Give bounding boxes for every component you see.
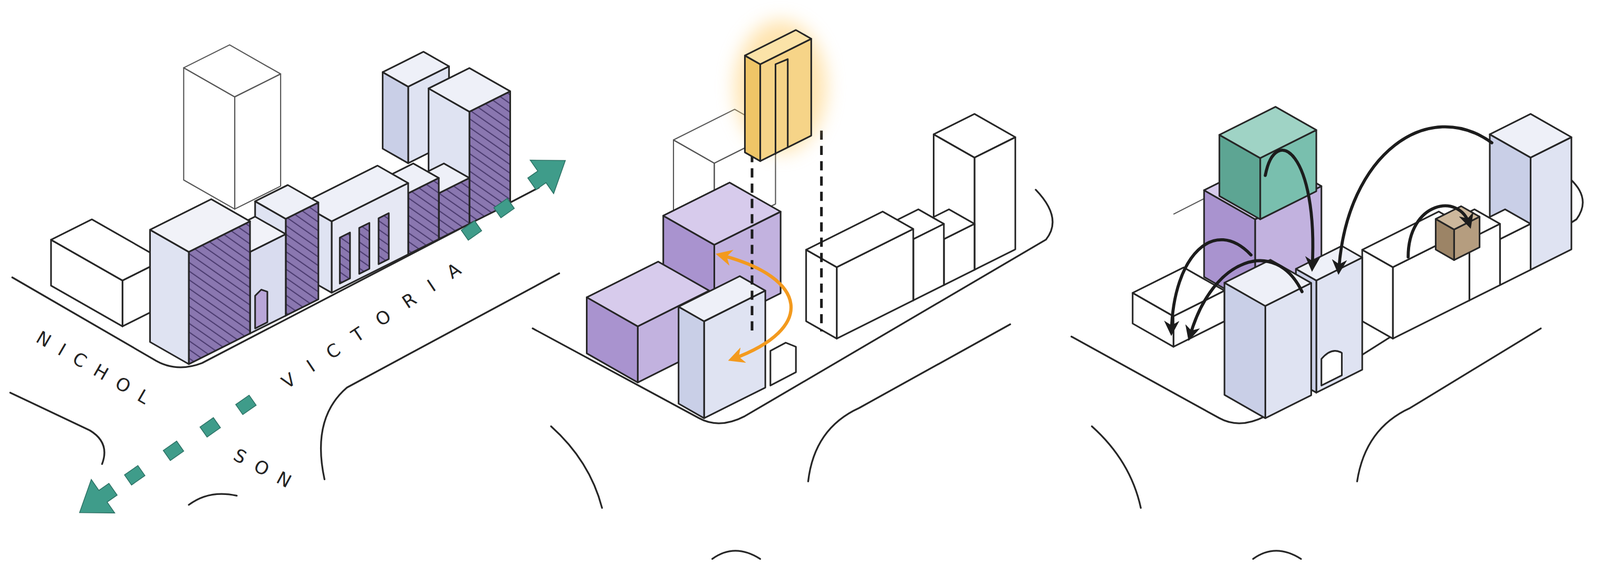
building-face: [428, 68, 511, 112]
street-curb: [1252, 551, 1301, 559]
sketch-group: [68, 143, 577, 530]
building-face: [678, 306, 705, 419]
building-face: [519, 143, 577, 201]
building-face: [745, 30, 812, 65]
building-face: [378, 213, 389, 265]
building-face: [1295, 246, 1363, 282]
sketch-shape: [775, 59, 788, 154]
building-face: [68, 472, 125, 530]
street-curb: [712, 551, 761, 559]
wireframe-massing: [183, 44, 281, 98]
building-face: [255, 185, 319, 219]
street-curb: [551, 426, 603, 509]
building-face: [933, 113, 1016, 158]
building-face: [382, 51, 450, 87]
street-curb: [10, 392, 105, 465]
drop-line: [820, 130, 823, 332]
sketch-shape: [235, 395, 257, 416]
sketch-group: [1171, 127, 1492, 337]
building-face: [1489, 113, 1572, 158]
sketch-shape: [461, 220, 483, 241]
building-face: [382, 72, 409, 164]
street-curb: [1071, 173, 1584, 424]
building-face: [974, 137, 1016, 271]
building-face: [285, 202, 319, 316]
panel-two: [532, 20, 1053, 560]
street-curb: [807, 324, 1010, 482]
sketch-group: [806, 113, 1016, 339]
panel-one: [10, 44, 577, 530]
move-arrow: [1171, 239, 1251, 332]
wireframe-massing: [234, 73, 281, 209]
building-face: [663, 182, 782, 245]
building-face: [255, 290, 268, 330]
sketch-group: [745, 30, 812, 162]
move-arrow: [1189, 261, 1303, 337]
sketch-shape: [163, 441, 185, 461]
street-curb: [188, 494, 237, 506]
move-arrow: [1408, 206, 1470, 258]
building-face: [1530, 137, 1571, 271]
street-curb: [321, 273, 560, 480]
building-face: [770, 342, 796, 386]
building-face: [339, 232, 350, 284]
sketch-shape: [124, 465, 146, 486]
street-name: NICHOL: [23, 322, 162, 413]
sketch-shape: [199, 417, 221, 438]
sketch-shape: [494, 198, 515, 218]
building-face: [51, 219, 164, 281]
move-arrow: [1338, 127, 1492, 271]
move-arrow: [1265, 150, 1313, 268]
wireframe-massing: [183, 68, 235, 210]
sketch-shape: [1321, 351, 1343, 387]
building-face: [1219, 107, 1317, 159]
building-face: [745, 55, 761, 161]
panel-three: [1071, 107, 1584, 560]
street-curb: [1356, 328, 1541, 482]
street-name: SON: [220, 440, 305, 497]
building-face: [149, 229, 189, 365]
building-face: [149, 199, 250, 253]
drop-line: [750, 152, 754, 337]
street-curb: [532, 189, 1053, 424]
building-face: [359, 223, 370, 275]
street-curb: [1091, 426, 1141, 509]
move-arrow: [720, 255, 792, 360]
